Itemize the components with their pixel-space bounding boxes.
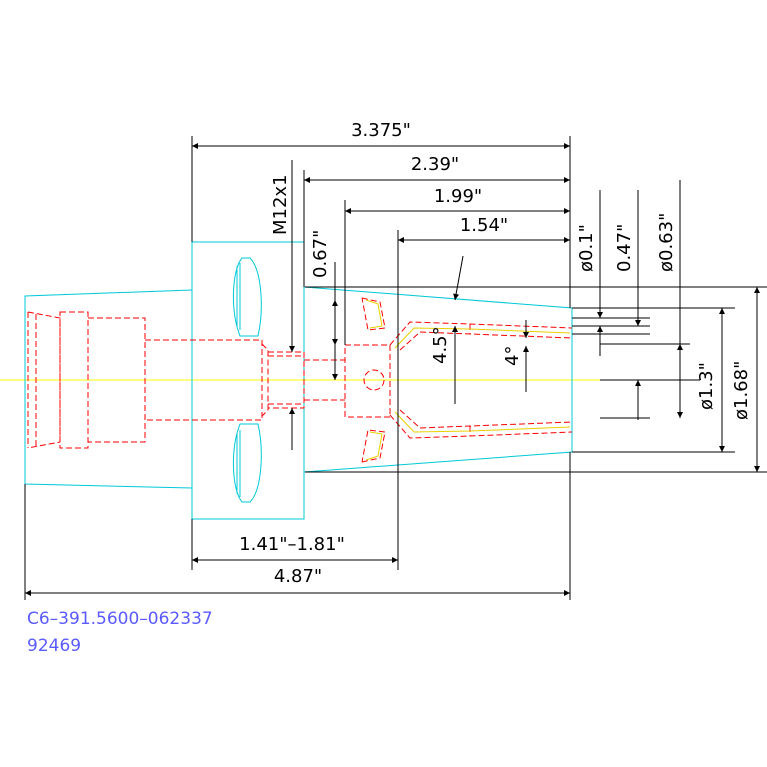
hidden-geometry: [27, 297, 573, 463]
dim-overall-length-a: 3.375": [351, 120, 411, 141]
dim-length-e: 0.67": [310, 230, 331, 278]
part-number: C6–391.5600–062337: [27, 609, 213, 629]
dim-dia-168: ø1.68": [731, 361, 752, 420]
dim-dia-small: ø0.1": [576, 224, 597, 272]
dim-thread: M12x1: [270, 174, 291, 235]
dim-length-c: 1.99": [434, 186, 482, 207]
dim-overall-length: 4.87": [274, 566, 322, 587]
dim-dia-13: ø1.3": [696, 362, 717, 410]
dim-dia-063: ø0.63": [656, 213, 677, 272]
dim-range: 1.41"–1.81": [239, 534, 345, 555]
dim-length-b: 2.39": [411, 154, 459, 175]
dim-dia-047: 0.47": [614, 224, 635, 272]
dim-length-d: 1.54": [460, 215, 508, 236]
dimension-lines: [24, 136, 767, 600]
dim-angle-b: 4°: [502, 346, 523, 366]
dim-angle-a: 4.5°: [430, 326, 451, 364]
part-id: 92469: [27, 636, 81, 656]
collet-lines: [365, 299, 571, 461]
